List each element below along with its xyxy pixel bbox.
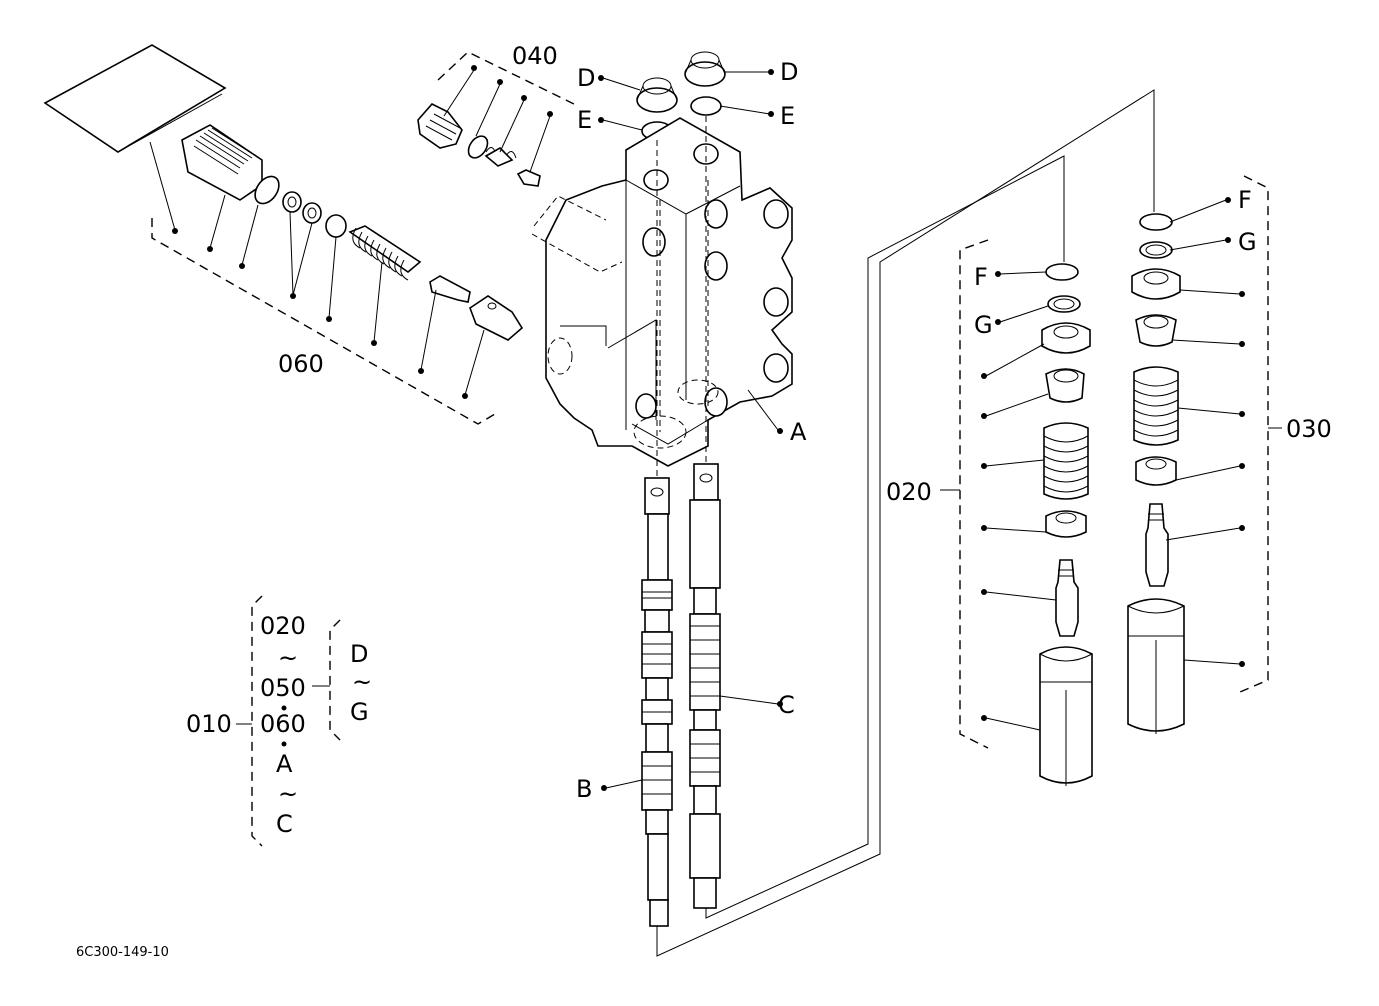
label-C: C [778,691,795,719]
legend-tilde-1: ~ [278,644,298,672]
label-060: 060 [278,350,324,378]
legend-010: 010 [186,710,232,738]
drawing-code: 6C300-149-10 [76,945,169,960]
label-030: 030 [1286,415,1332,443]
label-A: A [790,418,807,446]
instruction-sheet [43,44,227,153]
label-D-right: D [780,58,798,86]
spring-030 [1133,366,1179,446]
label-020: 020 [886,478,932,506]
legend-050: 050 [260,674,306,702]
legend-G: G [350,698,369,726]
label-G-right: G [1238,228,1257,256]
legend-tilde-3: ~ [352,668,372,696]
legend-C: C [276,810,293,838]
label-D-left: D [577,64,595,92]
label-E-left: E [577,106,592,134]
label-E-right: E [780,102,795,130]
legend-A: A [276,750,293,778]
leaders-020 [940,271,1057,731]
assembly-legend: 020 ~ 050 060 A ~ C 010 D ~ G [186,595,372,847]
assembly-routing-lines [656,89,1155,957]
label-F-mid: F [974,263,988,291]
spool-C [689,463,721,909]
leader-lines-060 [149,141,485,399]
legend-D: D [350,640,368,668]
leaders-030 [1165,197,1282,667]
relief-valve-parts [149,124,524,425]
label-B: B [576,775,592,803]
stack-020 [959,239,1093,786]
legend-060: 060 [260,710,306,738]
spring-020 [1043,422,1089,500]
spool-B [641,477,673,927]
label-F-right: F [1238,186,1252,214]
stack-030 [1127,175,1269,734]
relief-spring [348,225,422,281]
legend-020: 020 [260,612,306,640]
spool-grooves [642,591,720,795]
oring-E-right [690,96,722,116]
seal-D-left [636,77,678,113]
valve-body [531,117,793,467]
seal-D-right [684,51,726,87]
label-040: 040 [512,42,558,70]
label-G-mid: G [974,311,993,339]
check-valve-parts [417,51,579,187]
legend-tilde-2: ~ [278,780,298,808]
